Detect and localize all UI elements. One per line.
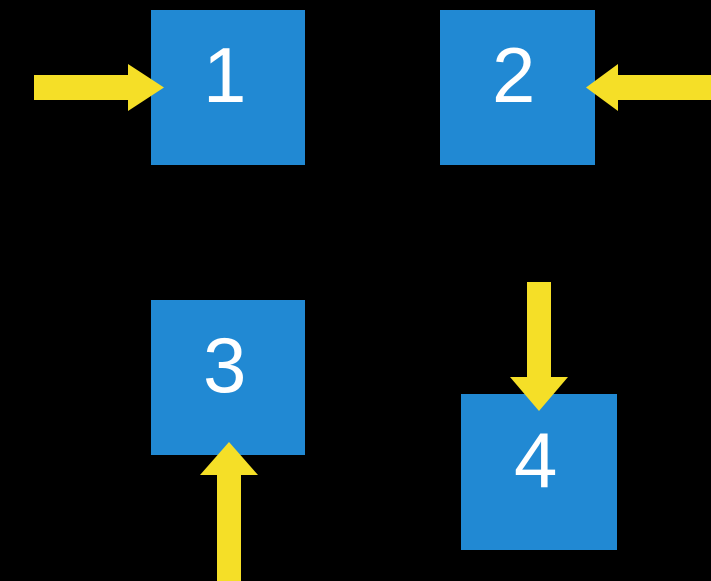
- diagram-node-4-label: 4: [514, 416, 558, 504]
- arrow-up-icon: [200, 442, 258, 581]
- diagram-node-2-label: 2: [492, 31, 536, 119]
- diagram-node-4[interactable]: [461, 394, 617, 550]
- arrow-right-icon: [34, 64, 164, 111]
- diagram-node-1[interactable]: [151, 10, 305, 165]
- diagram-node-2[interactable]: [440, 10, 595, 165]
- diagram-node-3[interactable]: [151, 300, 305, 455]
- arrow-left-icon: [586, 64, 711, 111]
- arrow-down-icon: [510, 282, 568, 411]
- diagram-node-3-label: 3: [203, 321, 247, 409]
- diagram-node-1-label: 1: [203, 31, 247, 119]
